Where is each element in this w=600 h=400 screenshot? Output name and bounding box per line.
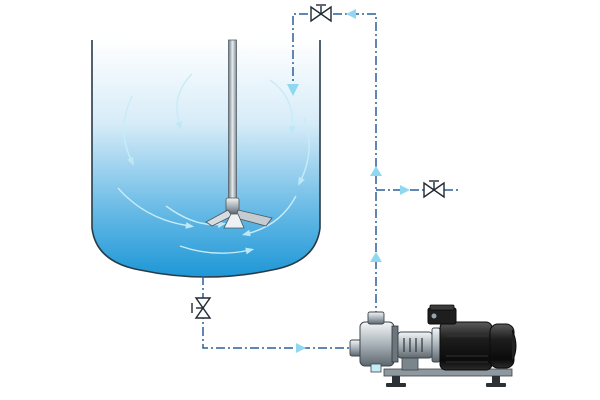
- motor-body: [439, 321, 493, 371]
- motor-end-cap: [511, 329, 517, 363]
- mixing-tank: [91, 40, 321, 278]
- impeller-blade-front: [223, 213, 245, 229]
- pump-drain: [370, 363, 382, 373]
- pump-seal-housing: [397, 331, 433, 359]
- terminal-box-lid: [429, 304, 455, 311]
- cable-gland: [431, 313, 437, 319]
- tank-liquid: [92, 40, 320, 277]
- flow-arrows: [287, 9, 410, 353]
- agitator-shaft: [228, 39, 237, 211]
- agitator: [205, 39, 273, 229]
- flow-arrow-return-top: [346, 9, 356, 19]
- flow-arrow-right-to-pump: [296, 343, 306, 353]
- pump-head: [359, 321, 395, 367]
- motor-fan-cover: [489, 323, 515, 369]
- flow-arrow-up-branch: [370, 166, 382, 176]
- pump-feet: [386, 376, 506, 387]
- motor-cooling-fins: [446, 329, 488, 363]
- bottom-outlet-valve[interactable]: [191, 297, 212, 319]
- swirl-flow-lines: [117, 73, 310, 255]
- seal-housing-slots: [403, 338, 423, 352]
- return-line-valve[interactable]: [310, 4, 332, 23]
- flow-arrow-up-return: [370, 252, 382, 262]
- pump-clamp-ring: [391, 325, 399, 363]
- tank-outlet-pipe: [202, 276, 352, 349]
- inline-mixer-pump: [349, 304, 517, 387]
- flow-arrow-branch-right: [400, 185, 410, 195]
- pump-outlet-nozzle: [367, 311, 385, 325]
- flow-arrow-down-into-tank: [287, 84, 299, 96]
- tank-wall: [91, 40, 321, 278]
- branch-outlet-valve[interactable]: [423, 180, 445, 199]
- motor-flange: [431, 327, 441, 363]
